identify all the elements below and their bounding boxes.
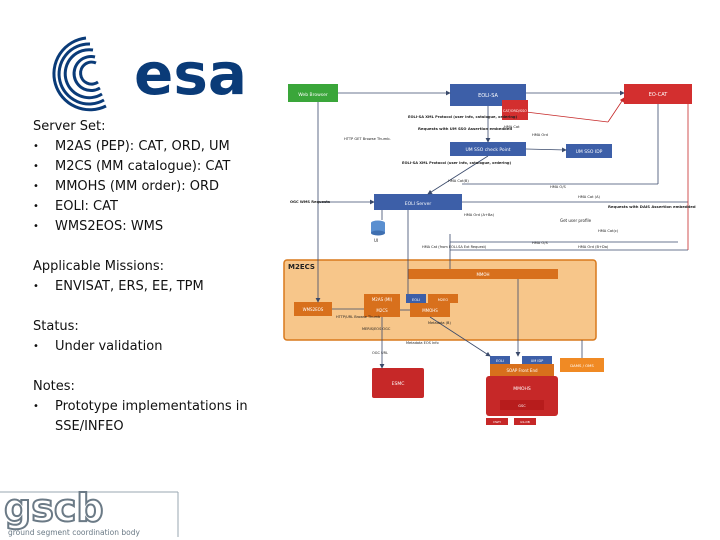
gscb-tagline: ground segment coordination body <box>8 528 141 537</box>
hma-cat-a-annotation: HMA Cat (A) <box>578 195 601 199</box>
requests-dais-annotation: Requests with DAIS Assertion embedded <box>608 204 696 209</box>
hma-ord-b-annotation: HMA Ord (A+Ba) <box>464 213 495 217</box>
esa-wordmark: esa <box>134 40 247 108</box>
gscb-wordmark: gscb <box>4 486 104 530</box>
wms2eos-label: WMS2EOS <box>303 307 324 312</box>
ogc-wms-annotation: OGC WMS Requests <box>290 200 330 204</box>
server-set-title: Server Set: <box>33 119 106 134</box>
wms2eos-box <box>294 302 332 316</box>
hma-cat-c-annotation: HMA Cat(c) <box>598 229 619 233</box>
um-sso-idp-box <box>566 144 612 158</box>
mmohs-red-label: MMOHS <box>513 386 531 392</box>
hma-ord-bottom-annotation: HMA Ord (B+Da) <box>578 245 609 249</box>
um-sso-checkpoint-box <box>450 142 526 156</box>
hma-cat-eoli-annotation: HMA Cat (from EOLI-SA Ext Request) <box>422 245 487 249</box>
gsdb-label: GS-DB <box>520 420 530 424</box>
meris-annotation: MERIS/EOS OGC <box>362 327 391 331</box>
dwh-box <box>486 418 508 425</box>
esa-logo: esa <box>52 36 247 112</box>
gsc-box <box>500 400 544 410</box>
m2as-tab <box>364 294 400 303</box>
m2eo-label: M2EO <box>438 298 448 302</box>
status-title: Status: <box>33 319 79 334</box>
metadata-b-annotation: Metadata (B) <box>428 321 451 325</box>
web-browser-label: Web Browser <box>298 92 328 98</box>
architecture-diagram: M2ECS Web Browser EOLI-SA CAT/ORD/SSO EO… <box>283 84 696 425</box>
m2cs-box <box>364 303 400 317</box>
eoli-small-tab <box>406 294 426 303</box>
hma-cat-annotation: HMA Cat <box>504 125 520 129</box>
status-item: Under validation <box>33 337 278 357</box>
esmc-label: ESMC <box>392 381 405 387</box>
m2eo-tab <box>428 294 458 303</box>
ui-label: UI <box>374 238 378 243</box>
um-idp-tab <box>522 356 552 364</box>
um-sso-idp-label: UM SSO IDP <box>576 149 603 155</box>
m2ecs-label: M2ECS <box>288 263 315 271</box>
mission-item: ENVISAT, ERS, EE, TPM <box>33 277 278 297</box>
server-item: M2CS (MM catalogue): CAT <box>33 157 278 177</box>
gsc-label: GSC <box>518 404 526 408</box>
requests-um-annotation: Requests with UM SSO Assertion embedded <box>418 126 512 131</box>
web-browser-box <box>288 84 338 102</box>
notes-title: Notes: <box>33 379 75 394</box>
ogc-url-annotation: OGC URL <box>372 351 388 355</box>
cat-ord-label: CAT/ORD/SSO <box>503 109 527 113</box>
eo-cat-box <box>624 84 692 104</box>
dams-label: DAMS / OMS <box>570 363 594 368</box>
dams-box <box>560 358 604 372</box>
eoli-server-label: EOLI Server <box>405 201 432 207</box>
database-icon <box>371 220 385 236</box>
gsdb-box <box>514 418 536 425</box>
eoli-sa-label: EOLI-SA <box>478 93 498 99</box>
eoli-server-box <box>374 194 462 210</box>
info-panel: Server Set: M2AS (PEP): CAT, ORD, UM M2C… <box>33 117 278 437</box>
wms-eos-annotation: HTTP/URL Browse Thumb <box>336 315 381 319</box>
mmoh-label: MMOH <box>476 272 489 277</box>
eoli-small-label: EOLI <box>412 298 420 302</box>
mmohs-label: MMOHS <box>422 308 438 313</box>
hma-cat-b-annotation: HMA Cat(B) <box>448 179 469 183</box>
esa-swirl-icon <box>52 36 107 112</box>
http-thumb-annotation: HTTP GET Browse Thumb. <box>344 137 391 141</box>
missions-title: Applicable Missions: <box>33 259 165 274</box>
eoli-sa-protocol2-annotation: EOLI-SA XML Protocol (user info, catalog… <box>402 161 511 165</box>
mmohs-box <box>410 303 450 317</box>
dwh-label: DWH <box>493 420 501 424</box>
notes-item: Prototype implementations in SSE/INFEO <box>33 397 278 437</box>
server-item: WMS2EOS: WMS <box>33 217 278 237</box>
eoli-front-tab <box>490 356 510 364</box>
user-profile-annotation: Get user profile <box>560 218 592 223</box>
soap-front-end-box <box>490 364 554 376</box>
server-item: M2AS (PEP): CAT, ORD, UM <box>33 137 278 157</box>
m2cs-label: M2CS <box>376 308 388 313</box>
cat-ord-box <box>502 100 528 120</box>
m2as-label: M2AS (MI) <box>372 297 393 302</box>
eo-cat-label: EO-CAT <box>649 92 669 98</box>
eoli-sa-protocol-annotation: EOLI-SA XML Protocol (user info, catalog… <box>408 115 517 119</box>
soap-front-end-label: SOAP Front End <box>506 368 537 373</box>
metadata-eos-annotation: Metadata EOS Info <box>406 341 439 345</box>
server-item: MMOHS (MM order): ORD <box>33 177 278 197</box>
gscb-logo: gscb ground segment coordination body <box>0 485 179 537</box>
hma-ord-annotation: HMA Ord <box>532 133 548 137</box>
eoli-front-label: EOLI <box>496 359 504 363</box>
hma-os-annotation: HMA O/S <box>550 185 566 189</box>
mmoh-bar <box>408 269 558 279</box>
esmc-box <box>372 368 424 398</box>
um-idp-label: UM IDP <box>531 359 544 363</box>
hma-os-bottom-annotation: HMA O/S <box>532 241 548 245</box>
server-item: EOLI: CAT <box>33 197 278 217</box>
um-sso-checkpoint-label: UM SSO check Point <box>465 147 510 153</box>
